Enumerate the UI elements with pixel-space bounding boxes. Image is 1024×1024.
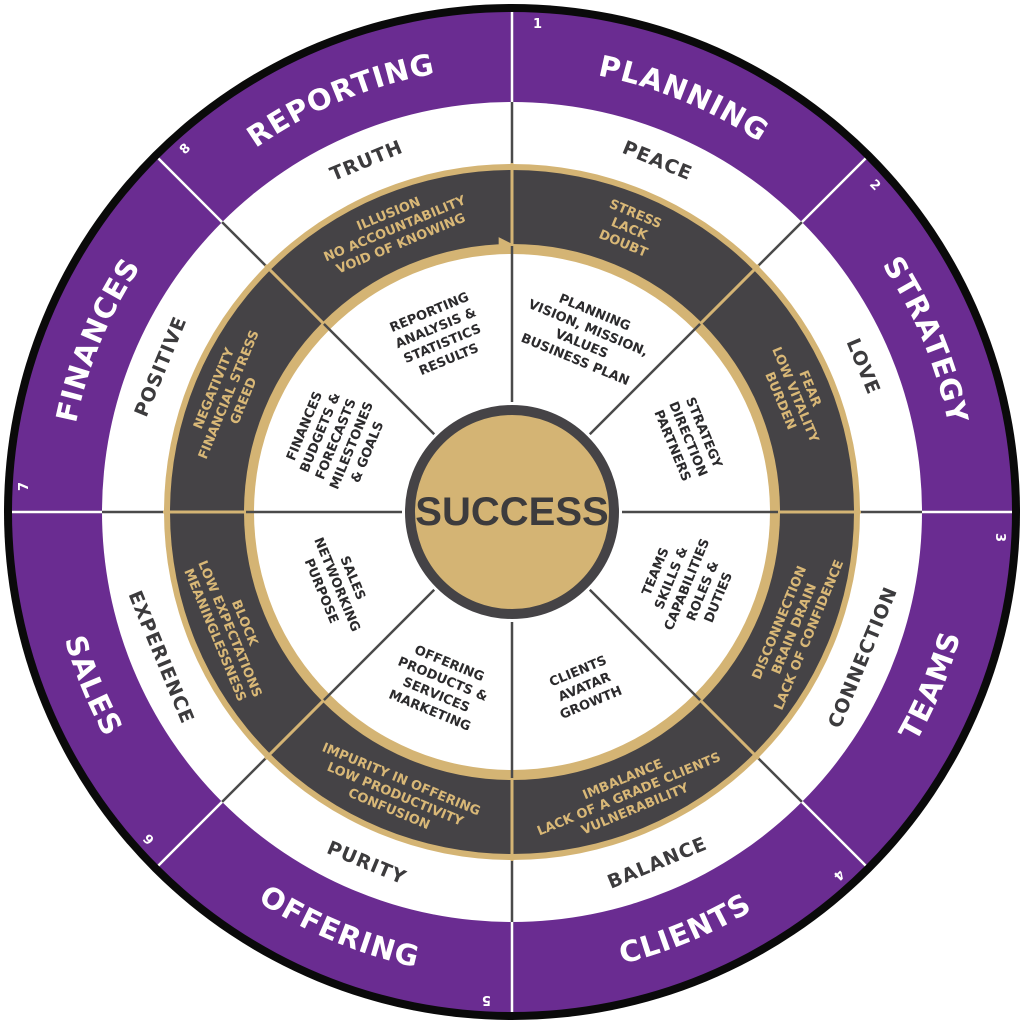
segment-dividers xyxy=(12,12,1012,1012)
cycle-arrow-icon xyxy=(498,237,513,252)
purple-divider xyxy=(801,801,867,867)
center-circle xyxy=(405,405,619,619)
challenge-divider xyxy=(699,264,760,325)
segment-number: 5 xyxy=(482,992,491,1007)
center-label: SUCCESS xyxy=(415,490,608,534)
center-hub: SUCCESS xyxy=(405,405,619,619)
challenge-divider xyxy=(264,699,325,760)
segment-number: 3 xyxy=(992,533,1007,542)
purple-divider xyxy=(157,157,223,223)
segment-number: 7 xyxy=(17,482,32,491)
challenge-divider xyxy=(699,699,760,760)
purple-divider xyxy=(801,157,867,223)
purple-divider xyxy=(157,801,223,867)
challenge-divider xyxy=(264,264,325,325)
segment-number: 1 xyxy=(533,17,542,32)
